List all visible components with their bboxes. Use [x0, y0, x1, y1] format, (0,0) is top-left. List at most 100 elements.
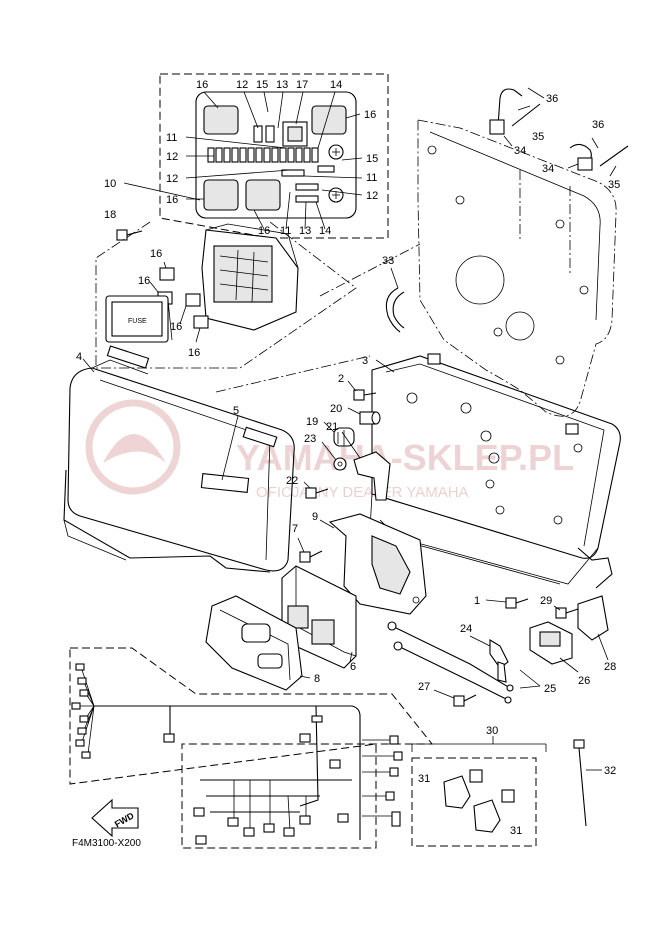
ecu-connector-a — [287, 605, 309, 629]
callout-11: 11 — [280, 225, 291, 237]
connector-clamps — [489, 87, 629, 177]
callout-20: 20 — [330, 403, 342, 415]
callout-28: 28 — [604, 661, 616, 673]
assembly-frame — [95, 221, 357, 369]
callout-14: 14 — [330, 79, 342, 91]
callout-11: 11 — [166, 132, 177, 144]
callout-31: 31 — [418, 773, 430, 785]
callout-16: 16 — [364, 109, 376, 121]
bracket-9 — [319, 513, 427, 615]
wire-harness-detail — [69, 647, 434, 849]
fuse-box-assembly: FUSE — [95, 221, 357, 369]
callout-32: 32 — [604, 765, 616, 777]
callout-21: 21 — [326, 421, 338, 433]
callout-5: 5 — [233, 405, 239, 417]
callout-16: 16 — [166, 194, 178, 206]
relay-31-lower — [473, 789, 515, 833]
relay-socket-bottom-left — [203, 179, 239, 211]
callout-6: 6 — [350, 661, 356, 673]
callout-24: 24 — [460, 623, 472, 635]
leader-4 — [82, 358, 95, 373]
starter-relay-26 — [529, 621, 579, 673]
callout-36: 36 — [592, 119, 604, 131]
fuse-box-detail — [159, 73, 389, 239]
bolt-2 — [347, 380, 377, 401]
callout-16: 16 — [150, 248, 162, 260]
fuse-cover-label: FUSE — [128, 318, 147, 325]
washer-23 — [321, 441, 347, 471]
ecu-holder-8 — [205, 595, 311, 691]
watermark-brand: YAMAHA-SKLEP.PL — [236, 437, 574, 478]
fuse-strip-d — [317, 165, 335, 173]
callout-16: 16 — [196, 79, 208, 91]
fuse-cover: FUSE — [105, 295, 173, 343]
callout-12: 12 — [366, 190, 378, 202]
wire-harness — [71, 663, 403, 845]
callout-23: 23 — [304, 433, 316, 445]
bolt-22 — [303, 481, 329, 499]
callout-13: 13 — [299, 225, 311, 237]
callout-19: 19 — [306, 416, 318, 428]
callout-33: 33 — [382, 255, 394, 267]
callout-numbers: 16 12 15 13 17 14 16 11 12 15 12 11 10 1… — [76, 79, 620, 837]
callout-26: 26 — [578, 675, 590, 687]
callout-16: 16 — [170, 321, 182, 333]
callout-13: 13 — [276, 79, 288, 91]
electrical-box-lid — [63, 345, 295, 573]
watermark-logo-icon — [85, 399, 181, 495]
callout-25: 25 — [544, 683, 556, 695]
lid-label-plate — [200, 473, 250, 493]
fuse-box-leaders — [185, 91, 363, 230]
battery-cables — [387, 621, 541, 704]
callout-22: 22 — [286, 475, 298, 487]
callout-15: 15 — [256, 79, 268, 91]
callout-16: 16 — [258, 225, 270, 237]
callout-29: 29 — [540, 595, 552, 607]
hardware-parts — [297, 380, 579, 707]
watermark-logo-mark — [103, 434, 166, 463]
callout-12: 12 — [166, 173, 178, 185]
cable-tie-32 — [573, 739, 602, 827]
callout-30: 30 — [486, 725, 498, 737]
callout-35: 35 — [608, 179, 620, 191]
connector-34-upper — [489, 119, 505, 135]
harness-frame — [69, 647, 434, 849]
callout-9: 9 — [312, 511, 318, 523]
diagram-code: F4M3100-X200 — [72, 838, 141, 849]
callout-8: 8 — [314, 673, 320, 685]
connector-34-lower — [577, 157, 593, 171]
callout-34: 34 — [542, 163, 554, 175]
callout-3: 3 — [362, 355, 368, 367]
callout-27: 27 — [418, 681, 430, 693]
relay-socket-bottom-mid — [245, 179, 281, 211]
fuse-12-a — [253, 125, 263, 143]
callout-14: 14 — [319, 225, 331, 237]
callout-35: 35 — [532, 131, 544, 143]
fuse-row-upper — [207, 147, 319, 163]
bolt-18 — [116, 229, 143, 241]
callout-10: 10 — [104, 178, 116, 190]
callout-17: 17 — [296, 79, 308, 91]
relay-kit-frame — [411, 757, 537, 847]
bolt-27 — [433, 689, 477, 707]
callout-18: 18 — [104, 209, 116, 221]
callout-36: 36 — [546, 93, 558, 105]
fuse-box-detail-frame — [159, 73, 389, 239]
relay-socket-top-left — [203, 105, 239, 135]
callout-16: 16 — [188, 347, 200, 359]
callout-12: 12 — [236, 79, 248, 91]
collar-20 — [347, 407, 381, 425]
ecu-6 — [281, 565, 357, 669]
bolt-1 — [485, 597, 529, 609]
bracket-21 — [341, 431, 391, 501]
callout-34: 34 — [514, 145, 526, 157]
bolt-29 — [553, 605, 579, 619]
ecu-connector-b — [311, 619, 335, 645]
leader-5 — [221, 415, 239, 481]
fwd-arrow-icon: FWD — [91, 798, 139, 838]
relay-socket-top-right — [311, 105, 347, 135]
lid-latch — [106, 345, 278, 448]
callout-16: 16 — [138, 275, 150, 287]
clamp-33 — [385, 267, 405, 333]
